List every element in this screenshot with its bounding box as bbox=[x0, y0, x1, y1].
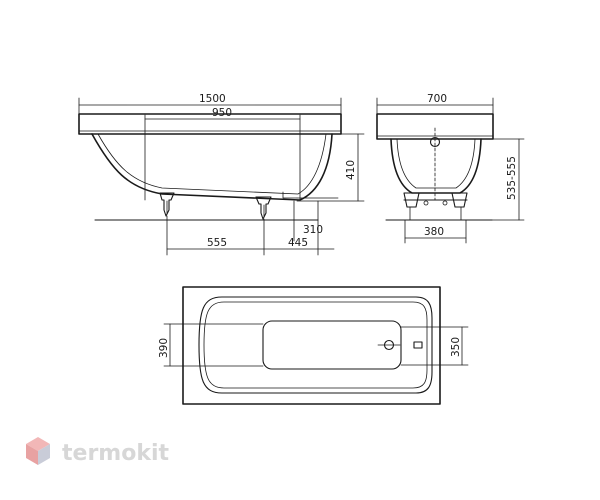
dim-rim-height: 410 bbox=[340, 133, 365, 202]
dim-overall-length: 1500 bbox=[78, 93, 342, 117]
dim-end-width-label: 700 bbox=[427, 93, 447, 105]
side-tub-inner-contour bbox=[97, 133, 327, 195]
dim-rim-height-label: 410 bbox=[345, 160, 357, 180]
plan-overflow bbox=[413, 341, 423, 349]
end-tub-inner-contour bbox=[396, 138, 476, 189]
end-overflow-circle bbox=[429, 136, 441, 148]
end-view: 700 380 535-555 bbox=[376, 93, 525, 244]
side-view: 1500 950 410 310 555 445 bbox=[78, 93, 365, 256]
dim-plan-inner-width-label: 350 bbox=[450, 337, 462, 357]
dim-foot-spacing-label: 555 bbox=[207, 237, 227, 249]
side-foot-left bbox=[159, 192, 175, 217]
watermark-brand-text: termokit bbox=[62, 441, 169, 466]
side-rim bbox=[78, 113, 342, 135]
dim-foot-width-label: 380 bbox=[424, 226, 444, 238]
side-tub-body bbox=[91, 133, 333, 201]
watermark: termokit bbox=[26, 437, 169, 466]
dim-plan-outer-width: 390 bbox=[158, 323, 264, 367]
plan-basin-inner-contour bbox=[203, 301, 428, 389]
plan-basin-outline bbox=[198, 296, 433, 394]
dim-end-width: 700 bbox=[376, 93, 494, 117]
dim-top-length: 950 bbox=[144, 107, 301, 201]
plan-view: 390 350 bbox=[158, 286, 469, 405]
dim-drain-height-label: 310 bbox=[303, 224, 323, 236]
dim-bottom-chain: 555 445 bbox=[166, 215, 335, 256]
dim-plan-outer-width-label: 390 bbox=[158, 338, 170, 358]
plan-bottom-recess bbox=[262, 320, 402, 370]
end-feet bbox=[403, 192, 468, 221]
dim-plan-inner-width: 350 bbox=[400, 326, 469, 366]
side-drain-pipe bbox=[282, 191, 365, 202]
dim-total-height-label: 535-555 bbox=[506, 156, 518, 200]
side-foot-right bbox=[255, 196, 272, 220]
dim-overall-length-label: 1500 bbox=[199, 93, 226, 105]
dim-total-height: 535-555 bbox=[491, 138, 525, 221]
plan-outer-rim bbox=[182, 286, 441, 405]
end-tub-body bbox=[390, 138, 482, 194]
termokit-logo-icon bbox=[26, 437, 50, 465]
dim-drain-height: 310 bbox=[293, 200, 323, 256]
dim-drain-offset-label: 445 bbox=[288, 237, 308, 249]
dim-foot-width: 380 bbox=[404, 219, 467, 244]
dim-top-length-label: 950 bbox=[212, 107, 232, 119]
